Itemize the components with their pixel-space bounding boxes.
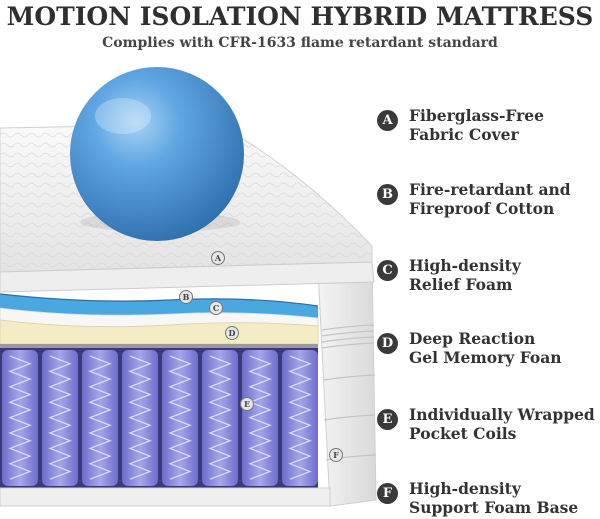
mattress-side-wall xyxy=(317,261,377,507)
coil-pocket xyxy=(2,350,38,486)
coil-spring xyxy=(288,355,312,480)
coil-pocket xyxy=(42,350,78,486)
coil-spring xyxy=(208,355,232,480)
badge-d: D xyxy=(377,333,398,354)
svg-text:D: D xyxy=(229,328,236,338)
coil-pocket xyxy=(242,350,278,486)
blue-ball xyxy=(70,67,244,241)
badge-e: E xyxy=(377,409,398,430)
marker-c: C xyxy=(209,301,223,315)
coil-spring xyxy=(248,355,272,480)
svg-text:C: C xyxy=(213,303,219,313)
coil-spring xyxy=(48,355,72,480)
marker-f: F xyxy=(329,448,343,462)
side-wall-stitching xyxy=(321,324,377,461)
svg-text:E: E xyxy=(244,399,250,409)
page-subtitle: Complies with CFR-1633 flame retardant s… xyxy=(102,35,498,51)
marker-d: D xyxy=(225,326,239,340)
svg-text:B: B xyxy=(183,292,190,302)
marker-a: A xyxy=(211,251,225,265)
page-title: MOTION ISOLATION HYBRID MATTRESS xyxy=(6,2,594,31)
pocket-coils xyxy=(2,350,318,486)
coil-pocket xyxy=(122,350,158,486)
cover-edge-band xyxy=(0,261,375,293)
gel-foam-layer xyxy=(0,294,318,318)
memory-foam-layer xyxy=(0,319,319,345)
svg-text:F: F xyxy=(333,450,339,460)
badge-a: A xyxy=(377,110,398,131)
coil-pocket xyxy=(162,350,198,486)
coil-pocket xyxy=(202,350,238,486)
coil-spring xyxy=(128,355,152,480)
coil-spring xyxy=(88,355,112,480)
badge-f: F xyxy=(377,483,398,504)
coil-pocket xyxy=(82,350,118,486)
marker-b: B xyxy=(179,290,193,304)
coil-pocket xyxy=(282,350,318,486)
marker-e: E xyxy=(240,397,254,411)
badge-b: B xyxy=(377,184,398,205)
coil-spring xyxy=(8,355,32,480)
coil-spring xyxy=(168,355,192,480)
badge-c: C xyxy=(377,260,398,281)
svg-text:A: A xyxy=(214,253,222,263)
support-foam-base xyxy=(0,487,331,507)
